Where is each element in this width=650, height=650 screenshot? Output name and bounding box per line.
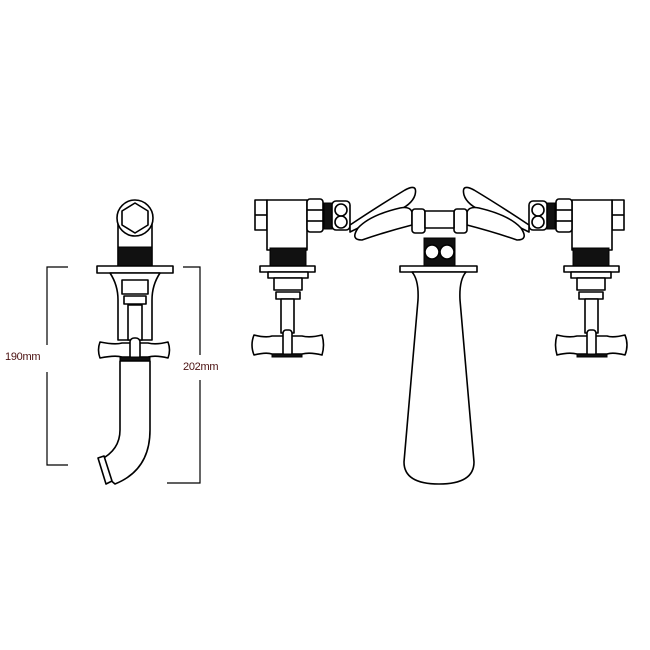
dimension-label-190mm: 190mm — [5, 351, 41, 363]
dimension-label-202mm: 202mm — [183, 361, 219, 373]
left-valve — [251, 186, 417, 358]
side-view-tap — [96, 199, 174, 485]
center-spout — [399, 208, 478, 485]
right-valve — [462, 186, 628, 358]
dimension-190mm — [46, 266, 68, 466]
dimension-202mm — [167, 266, 201, 484]
